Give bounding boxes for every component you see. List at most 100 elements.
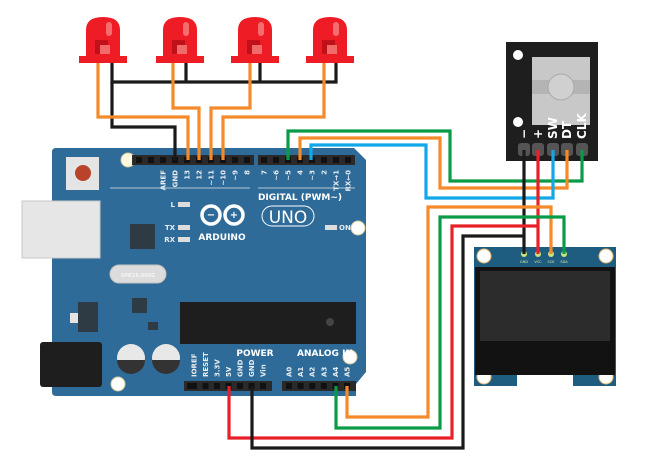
pin-label: 3.3V <box>214 359 222 377</box>
indicator-led <box>178 202 190 207</box>
oled-gnd-wire <box>250 234 524 450</box>
usb-port <box>21 200 101 259</box>
pin-label: ~9 <box>232 170 240 181</box>
arduino-logo <box>200 204 245 226</box>
indicator-label: L <box>171 201 176 209</box>
pin-label: ~11 <box>208 170 216 186</box>
svg-text:−: − <box>207 210 215 221</box>
svg-text:+: + <box>230 210 238 221</box>
pin-label: ~10 <box>220 170 228 186</box>
header-pin[interactable] <box>297 383 304 389</box>
header-pin[interactable] <box>214 383 220 389</box>
encoder-pin[interactable] <box>518 143 530 156</box>
pin-label: GND <box>248 359 256 377</box>
pin-label: A3 <box>320 367 328 377</box>
indicator-label: TX <box>165 224 176 232</box>
pin-label: 12 <box>196 170 204 180</box>
header-pin[interactable] <box>160 157 166 163</box>
pin-label: A5 <box>344 367 352 377</box>
pin-label: ~5 <box>285 170 293 181</box>
power-jack <box>40 342 102 387</box>
indicator-led <box>178 225 190 230</box>
capacitor <box>117 344 145 374</box>
analog-in-label: ANALOG IN <box>297 349 353 359</box>
header-pin[interactable] <box>260 383 266 389</box>
led-cathode-bus-wire <box>110 62 338 84</box>
pin-label: RESET <box>202 352 210 377</box>
header-pin[interactable] <box>309 383 316 389</box>
crystal <box>109 264 167 284</box>
dt-wire <box>298 136 569 190</box>
pin-label: Vin <box>260 364 268 377</box>
encoder-pin[interactable] <box>532 143 544 156</box>
header-pin[interactable] <box>244 157 250 163</box>
encoder-pin[interactable] <box>576 143 588 156</box>
header-pin[interactable] <box>232 157 238 163</box>
header-pin[interactable] <box>286 383 292 389</box>
led4-wire <box>221 62 326 160</box>
reset-button[interactable] <box>66 157 99 190</box>
pin-label: 8 <box>244 170 252 175</box>
led2-wire <box>171 62 201 160</box>
indicator-label: ON <box>339 224 351 232</box>
arduino-uno-board: SPK16.000G DIGITAL (PWM~) − + ARDUINO UN… <box>21 148 366 396</box>
gnd-wire <box>110 82 177 160</box>
capacitor <box>152 344 180 374</box>
header-pin[interactable] <box>273 157 279 163</box>
pin-label: 2 <box>321 170 329 175</box>
encoder-pin-label: − <box>517 129 531 139</box>
power-label: POWER <box>236 349 273 359</box>
encoder-pin-label: CLK <box>575 113 589 139</box>
sck-wire <box>345 205 553 419</box>
digital-label: DIGITAL (PWM~) <box>258 193 342 203</box>
encoder-pin[interactable] <box>561 143 573 156</box>
indicator-led <box>325 225 337 230</box>
pin-label: ~3 <box>309 170 317 181</box>
header-pin[interactable] <box>320 383 327 389</box>
pin-label: 7 <box>261 170 269 175</box>
header-pin[interactable] <box>261 157 267 163</box>
header-pin[interactable] <box>148 157 154 163</box>
header-pin[interactable] <box>321 157 327 163</box>
wires <box>96 62 584 450</box>
pin-label: AREF <box>160 170 168 191</box>
pin-label: A0 <box>286 367 294 377</box>
crystal-label: SPK16.000G <box>121 273 156 279</box>
sw-wire <box>309 143 555 200</box>
pin-label: 5V <box>225 366 233 377</box>
indicator-label: RX <box>164 236 175 244</box>
clk-wire <box>286 129 584 183</box>
oled-display: GND VCC SCK SDA <box>474 247 616 386</box>
encoder-pin-label: DT <box>560 120 574 139</box>
header-pin[interactable] <box>136 157 142 163</box>
encoder-pin[interactable] <box>547 143 559 156</box>
uno-label: UNO <box>269 208 308 228</box>
header-pin[interactable] <box>237 383 243 389</box>
red-led <box>306 17 354 63</box>
header-pin[interactable] <box>333 157 339 163</box>
pin-label: A2 <box>309 367 317 377</box>
red-led <box>156 17 204 63</box>
indicator-led <box>178 237 190 242</box>
pin-label: 13 <box>184 170 192 180</box>
red-led <box>79 17 127 63</box>
oled-pin-label: VCC <box>534 260 542 264</box>
pin-label: ~6 <box>273 170 281 181</box>
pin-label: GND <box>237 359 245 377</box>
pin-label: A1 <box>297 367 305 377</box>
header-pin[interactable] <box>191 383 197 389</box>
oled-pin-label: SDA <box>560 260 568 264</box>
led1-wire <box>96 62 190 160</box>
pin-label: IOREF <box>191 353 199 377</box>
oled-pin-label: SCK <box>548 260 556 264</box>
header-pin[interactable] <box>202 383 209 389</box>
pin-label: TX→1 <box>333 170 341 191</box>
header-pin[interactable] <box>345 157 351 163</box>
pin-label: 4 <box>297 170 305 175</box>
pin-label: A4 <box>332 367 340 377</box>
oled-pin-label: GND <box>520 260 528 264</box>
arduino-logo-text: ARDUINO <box>198 233 246 243</box>
encoder-pin-label: SW <box>546 117 560 139</box>
